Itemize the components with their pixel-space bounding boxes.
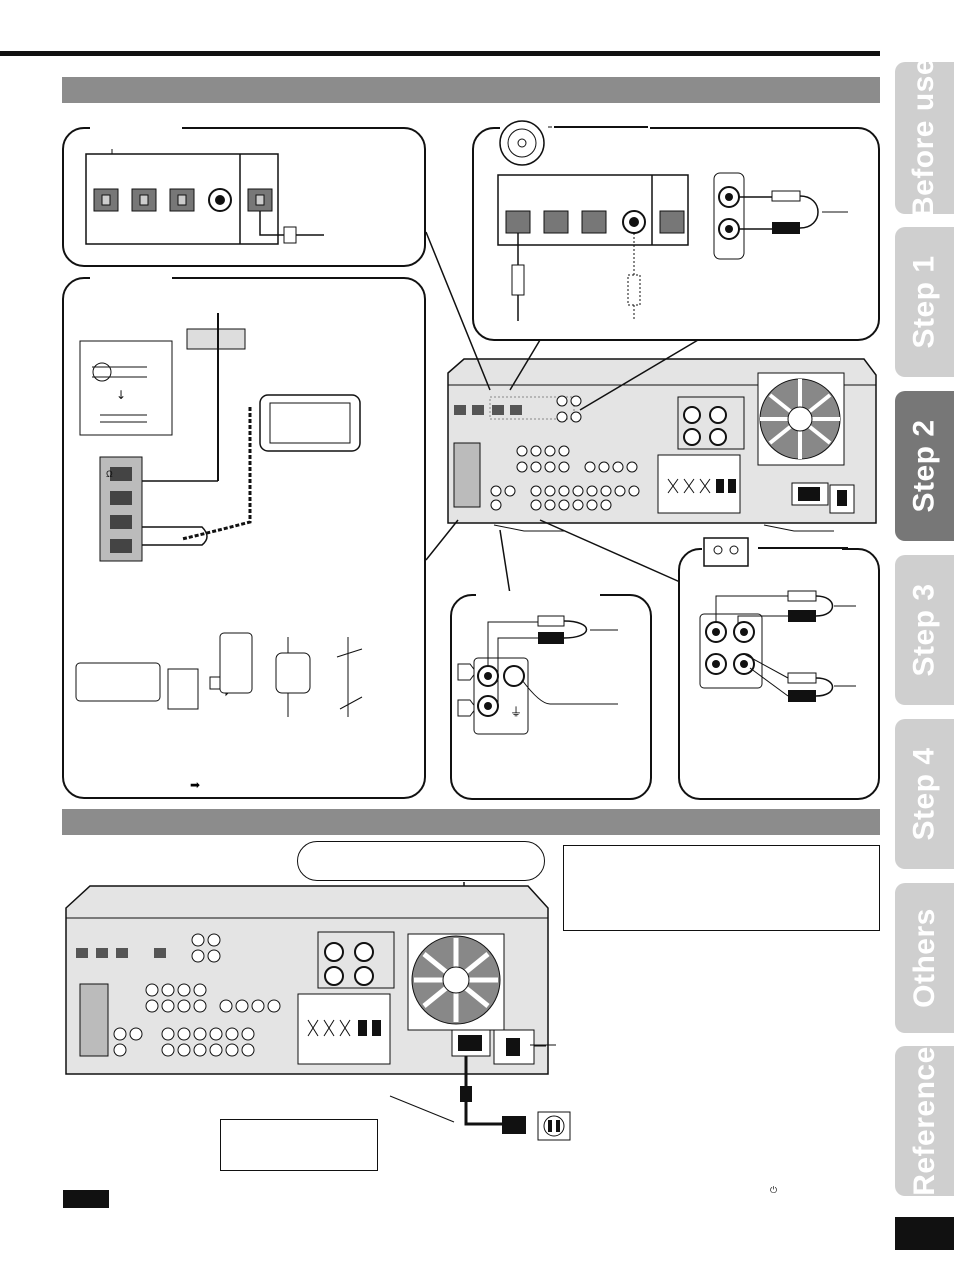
section-header-connections (62, 77, 880, 103)
turntable-connection-diagram: ⏚ (457, 591, 618, 735)
section-header-ac-power (62, 809, 880, 835)
household-outlet-note-box (220, 1119, 378, 1171)
tab-step-4[interactable]: Step 4 (895, 719, 954, 869)
callout-pointer-line (530, 1044, 556, 1046)
receiver-rear-panel-top (447, 358, 877, 532)
caution-box (563, 845, 880, 931)
ground-symbol: ⏚ (510, 705, 522, 719)
dvd-connection-diagram (497, 120, 848, 321)
tab-step-1[interactable]: Step 1 (895, 227, 954, 377)
power-icon: ⏻ (770, 1186, 778, 1196)
down-arrow-icon: ↓ (116, 388, 126, 402)
note-tag (63, 1190, 109, 1208)
tab-others[interactable]: Others (895, 883, 954, 1033)
page-number-box (895, 1217, 954, 1250)
antenna-diagram: ↓ Ω ➡ (75, 274, 363, 792)
receiver-rear-panel-bottom (65, 882, 571, 1141)
tab-step-3[interactable]: Step 3 (895, 555, 954, 705)
optical-jacks-diagram (85, 124, 324, 245)
omega-symbol: Ω (106, 469, 113, 479)
top-rule (0, 51, 880, 56)
tab-step-2[interactable]: Step 2 (895, 391, 954, 541)
tab-before-use[interactable]: Before use (895, 62, 954, 214)
arrow-icon: ➡ (190, 778, 200, 792)
callout-fan-note (297, 841, 545, 881)
tab-reference[interactable]: Reference (895, 1046, 954, 1196)
cassette-connection-diagram (699, 537, 856, 702)
